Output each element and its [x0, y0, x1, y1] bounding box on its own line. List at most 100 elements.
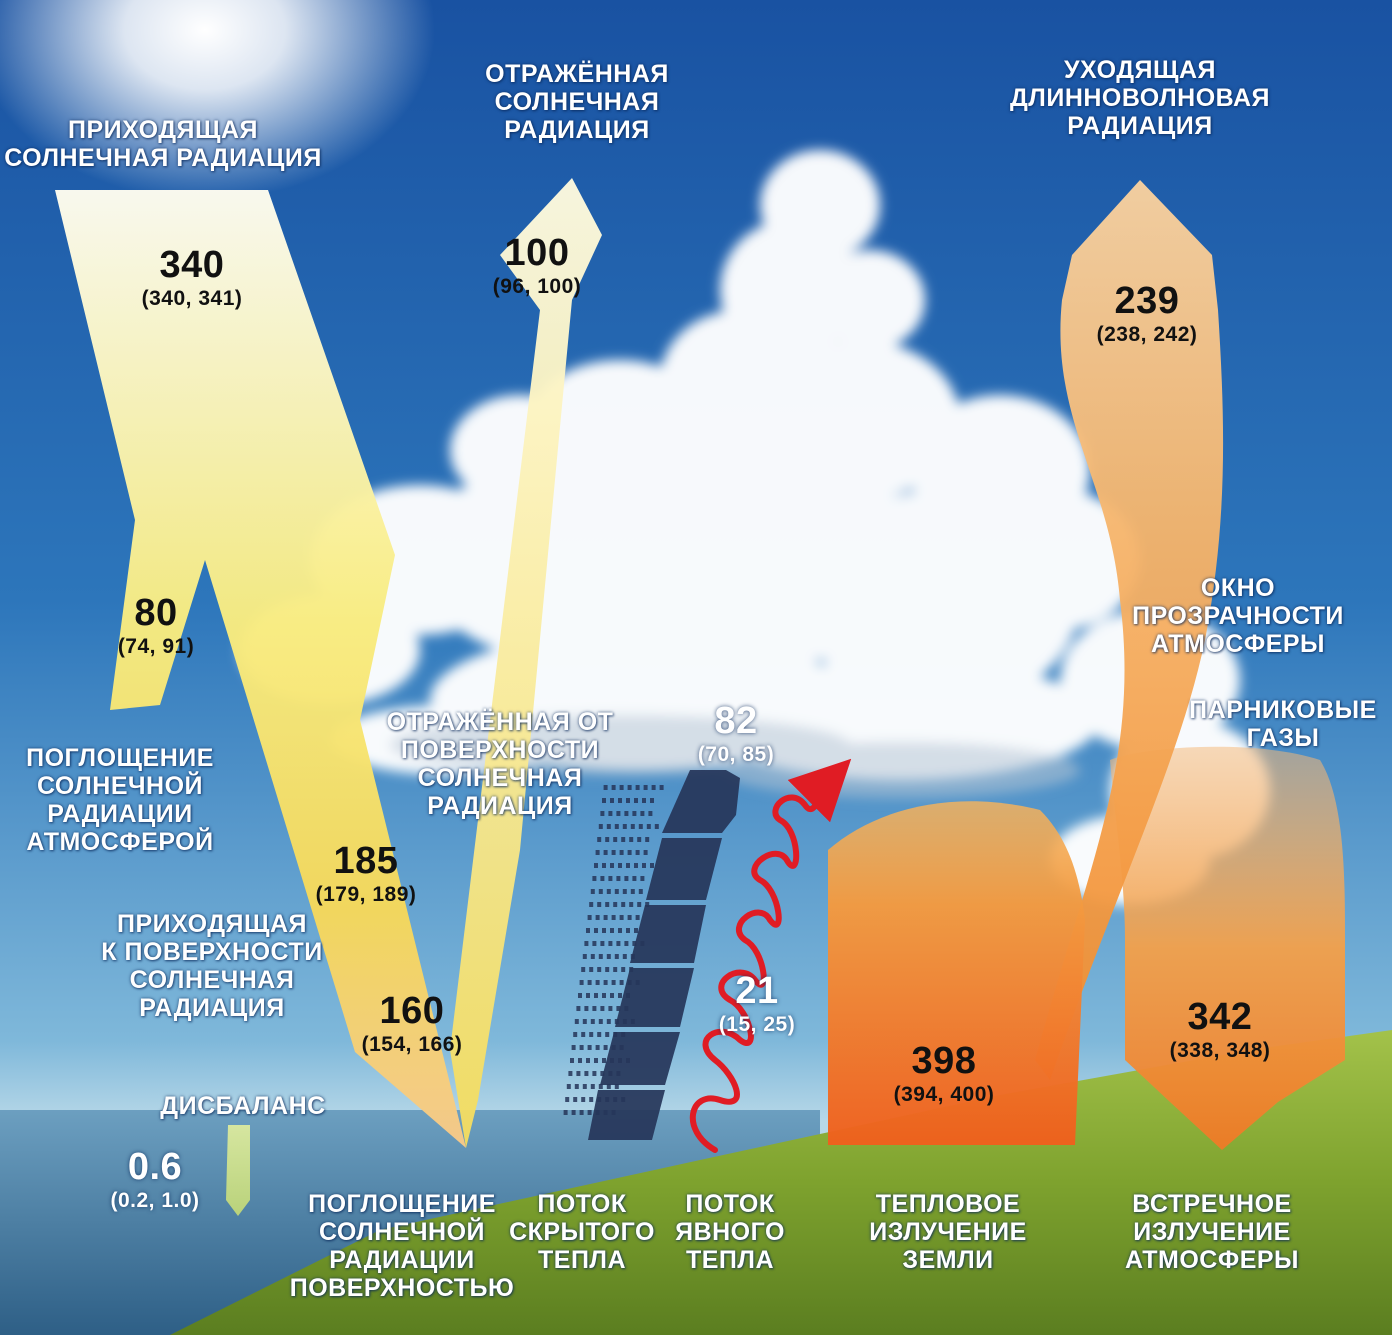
latent-heat-dot — [589, 1032, 594, 1037]
latent-heat-dot — [605, 837, 610, 842]
latent-heat-dot — [584, 1006, 589, 1011]
latent-heat-dot — [632, 941, 637, 946]
latent-heat-label: ПОТОК СКРЫТОГО ТЕПЛА — [509, 1190, 655, 1274]
latent-heat-dot — [589, 902, 594, 907]
latent-heat-dot — [584, 1071, 589, 1076]
latent-heat-dot — [626, 863, 630, 868]
latent-heat-dot — [581, 967, 586, 972]
latent-heat-dot — [603, 1045, 608, 1050]
latent-heat-dot — [592, 1006, 597, 1011]
latent-heat-dot — [635, 850, 640, 855]
incoming-solar-label: ПРИХОДЯЩАЯ СОЛНЕЧНАЯ РАДИАЦИЯ — [4, 116, 322, 172]
latent-heat-dot — [587, 1110, 592, 1115]
latent-heat-dot — [632, 811, 637, 816]
sensible-heat-value: 21 (15, 25) — [718, 970, 796, 1036]
latent-heat-dot — [592, 941, 597, 946]
reflected-solar-value: 100 (96, 100) — [492, 232, 582, 298]
latent-heat-dot — [659, 785, 664, 790]
latent-heat-dot — [621, 967, 626, 972]
latent-heat-dot — [635, 785, 640, 790]
latent-heat-dot — [598, 1019, 603, 1024]
latent-heat-dot — [594, 1058, 598, 1063]
latent-heat-dot — [573, 1032, 578, 1037]
latent-heat-dot — [643, 785, 648, 790]
latent-heat-dot — [590, 954, 595, 959]
sensible-heat-label: ПОТОК ЯВНОГО ТЕПЛА — [675, 1190, 785, 1274]
latent-heat-dot — [619, 785, 624, 790]
latent-heat-dot — [600, 876, 605, 881]
latent-heat-dot — [618, 928, 622, 933]
latent-heat-dot — [616, 941, 621, 946]
latent-heat-dot — [587, 1045, 592, 1050]
latent-heat-dot — [581, 1097, 586, 1102]
incoming-solar-value: 340 (340, 341) — [141, 244, 243, 310]
latent-heat-dot — [606, 1084, 611, 1089]
latent-heat-dot — [637, 837, 642, 842]
latent-heat-dot — [582, 1084, 587, 1089]
latent-heat-dot — [579, 980, 584, 985]
latent-heat-dot — [587, 980, 592, 985]
latent-heat-dot — [578, 1058, 582, 1063]
back-radiation-value: 342 (338, 348) — [1169, 996, 1271, 1062]
latent-heat-dot — [634, 798, 638, 803]
latent-heat-dot — [616, 876, 621, 881]
latent-heat-dot — [651, 785, 656, 790]
latent-heat-dot — [606, 889, 611, 894]
latent-heat-dot — [594, 928, 598, 933]
latent-heat-dot — [635, 915, 640, 920]
latent-heat-dot — [602, 863, 606, 868]
latent-heat-dot — [654, 824, 659, 829]
latent-heat-dot — [600, 1006, 605, 1011]
latent-heat-dot — [618, 798, 622, 803]
outgoing-longwave-value: 239 (238, 242) — [1096, 280, 1198, 346]
latent-heat-dot — [602, 928, 606, 933]
reflected-surface-label: ОТРАЖЁННАЯ ОТ ПОВЕРХНОСТИ СОЛНЕЧНАЯ РАДИ… — [386, 708, 614, 820]
latent-heat-dot — [611, 850, 616, 855]
latent-heat-dot — [650, 798, 654, 803]
latent-heat-dot — [619, 850, 624, 855]
latent-heat-dot — [638, 889, 643, 894]
latent-heat-dot — [627, 915, 632, 920]
latent-heat-dot — [648, 811, 653, 816]
latent-heat-dot — [618, 993, 622, 998]
latent-heat-dot — [592, 1071, 597, 1076]
latent-heat-dot — [586, 928, 590, 933]
earth-thermal-label: ТЕПЛОВОЕ ИЗЛУЧЕНИЕ ЗЕМЛИ — [869, 1190, 1027, 1274]
latent-heat-dot — [566, 1084, 571, 1089]
latent-heat-dot — [622, 824, 627, 829]
latent-heat-dot — [614, 824, 619, 829]
greenhouse-gases-label: ПАРНИКОВЫЕ ГАЗЫ — [1189, 696, 1377, 752]
latent-heat-dot — [637, 902, 642, 907]
latent-heat-dot — [619, 915, 624, 920]
latent-heat-dot — [595, 915, 600, 920]
latent-heat-dot — [621, 837, 626, 842]
latent-heat-dot — [638, 824, 643, 829]
latent-heat-dot — [613, 837, 618, 842]
latent-heat-dot — [595, 850, 600, 855]
latent-heat-dot — [603, 785, 608, 790]
latent-heat-dot — [624, 811, 629, 816]
latent-heat-dot — [606, 824, 611, 829]
back-radiation-label: ВСТРЕЧНОЕ ИЗЛУЧЕНИЕ АТМОСФЕРЫ — [1124, 1190, 1300, 1274]
imbalance-arrow — [226, 1125, 250, 1216]
earth-thermal-value: 398 (394, 400) — [893, 1040, 995, 1106]
latent-heat-dot — [590, 1019, 595, 1024]
latent-heat-dot — [611, 980, 616, 985]
latent-heat-dot — [650, 863, 654, 868]
latent-heat-dot — [614, 889, 619, 894]
latent-heat-dot — [565, 1097, 570, 1102]
latent-heat-dot — [627, 785, 632, 790]
latent-heat-dot — [598, 954, 603, 959]
latent-heat-dot — [630, 824, 635, 829]
latent-heat-dot — [579, 1045, 584, 1050]
latent-heat-dot — [614, 1084, 619, 1089]
latent-heat-dot — [608, 811, 613, 816]
latent-heat-dot — [586, 993, 590, 998]
latent-heat-dot — [602, 1058, 606, 1063]
latent-heat-dot — [592, 876, 597, 881]
latent-heat-dot — [574, 1019, 579, 1024]
latent-heat-dot — [643, 850, 648, 855]
latent-heat-dot — [640, 876, 645, 881]
